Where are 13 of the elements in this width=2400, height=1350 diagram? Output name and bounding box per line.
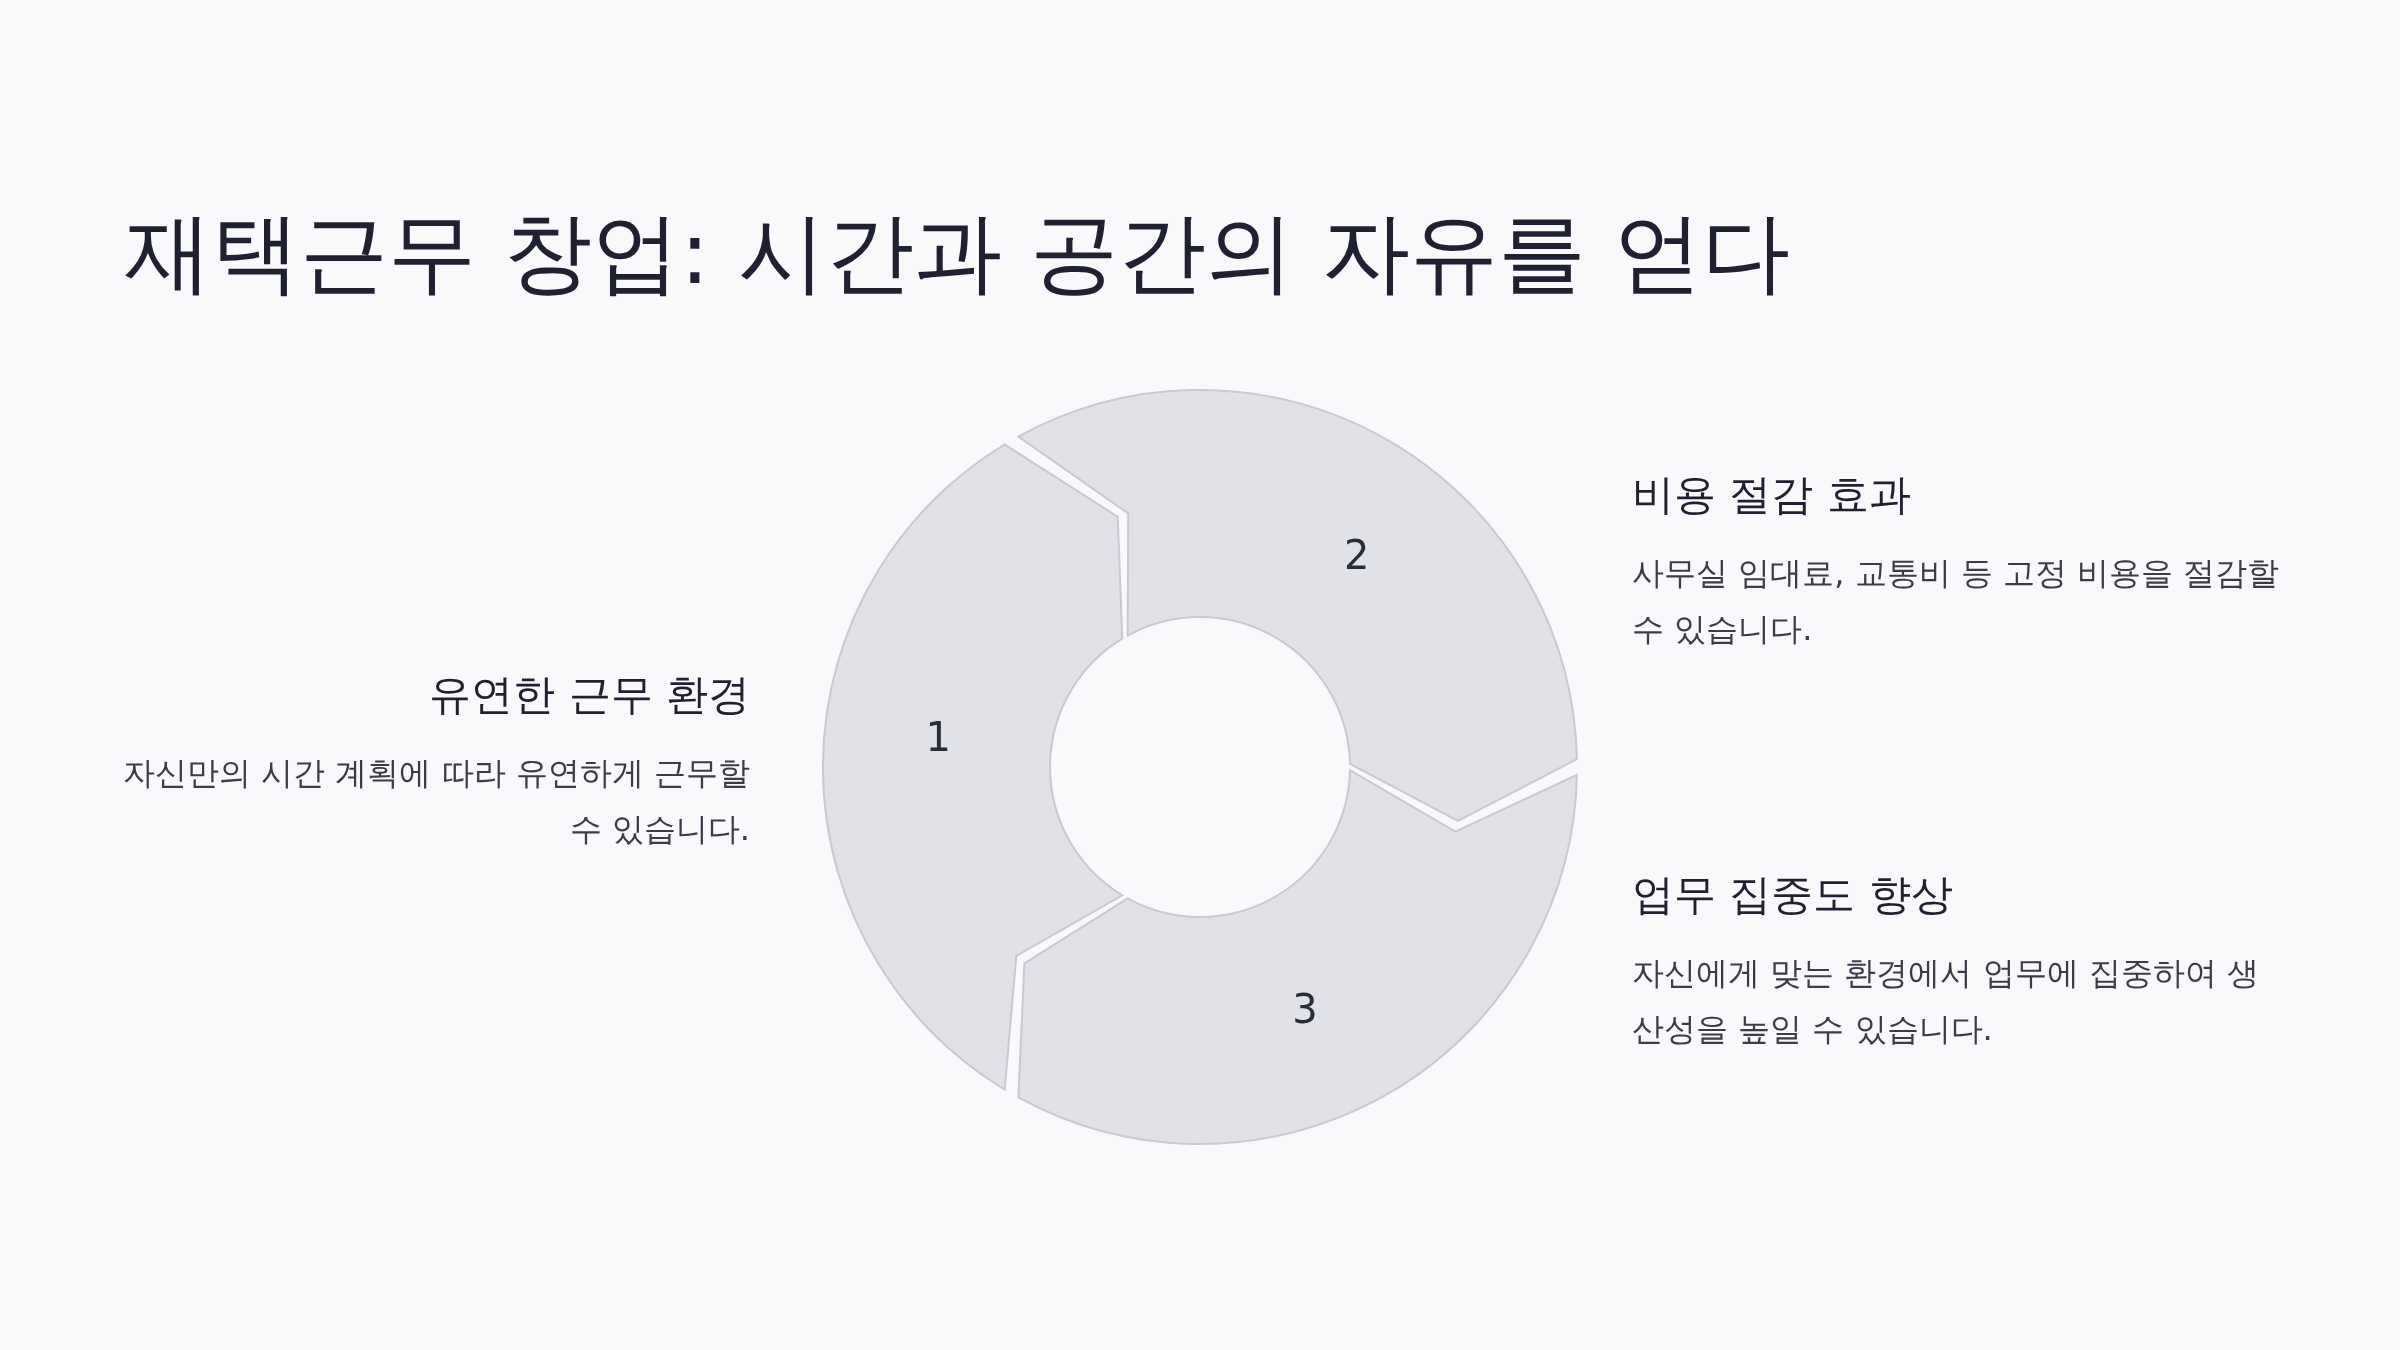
step-description: 사무실 임대료, 교통비 등 고정 비용을 절감할 수 있습니다. [1632,552,2281,650]
step-description: 자신에게 맞는 환경에서 업무에 집중하여 생산성을 높일 수 있습니다. [1632,952,2260,1050]
step-heading: 업무 집중도 향상 [1632,869,1954,921]
cycle-arrow-segment [821,443,1124,1091]
step-heading: 비용 절감 효과 [1632,469,1912,521]
step-heading: 유연한 근무 환경 [428,669,750,721]
cycle-arrow-segment [1017,769,1578,1145]
title: 재택근무 창업: 시간과 공간의 자유를 얻다 [124,200,1790,306]
step-number: 1 [925,714,951,761]
step-description: 자신만의 시간 계획에 따라 유연하게 근무할 수 있습니다. [122,752,750,850]
step-number: 3 [1292,985,1318,1032]
cycle-arrow-segment [1017,389,1578,822]
step-number: 2 [1343,532,1370,579]
